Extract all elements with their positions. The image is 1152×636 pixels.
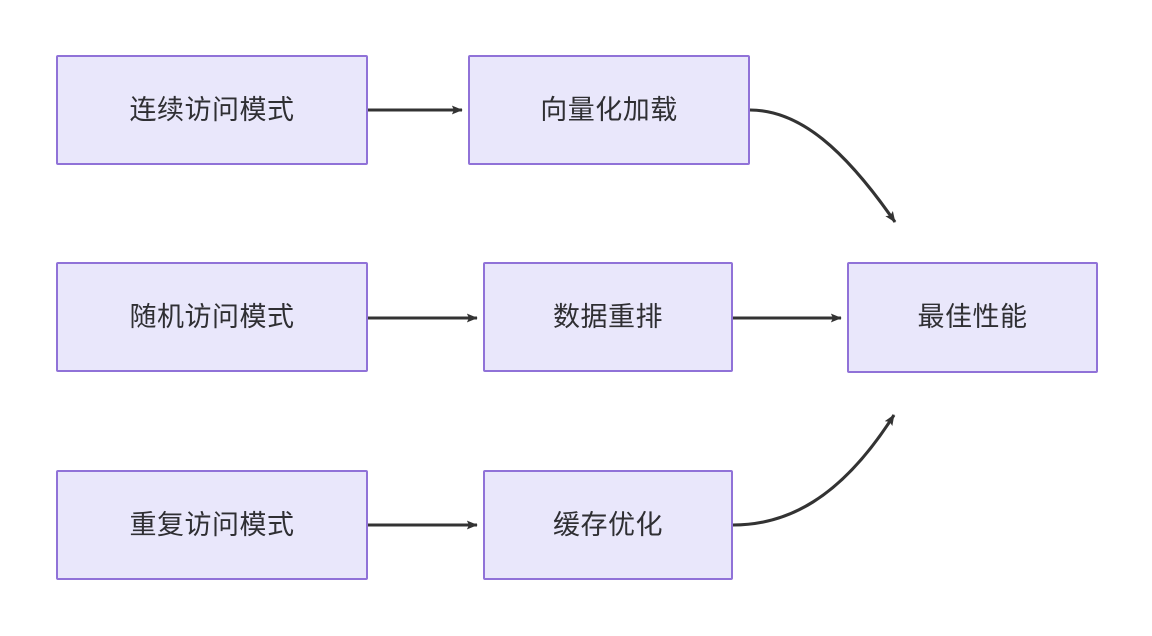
node-vectorized-load[interactable]: 向量化加载: [468, 55, 750, 165]
node-label: 连续访问模式: [129, 94, 295, 126]
node-data-reorder[interactable]: 数据重排: [483, 262, 733, 372]
node-label: 缓存优化: [553, 509, 663, 541]
node-cache-optimization[interactable]: 缓存优化: [483, 470, 733, 580]
node-label: 最佳性能: [917, 302, 1028, 333]
node-label: 向量化加载: [540, 94, 678, 126]
edge-vectorized-to-optimal: [749, 108, 897, 223]
edge-cache-to-optimal: [732, 414, 896, 527]
node-random-access-pattern[interactable]: 随机访问模式: [56, 262, 368, 372]
node-label: 随机访问模式: [129, 301, 295, 333]
node-sequential-access-pattern[interactable]: 连续访问模式: [56, 55, 368, 165]
node-label: 数据重排: [553, 301, 663, 333]
node-optimal-performance[interactable]: 最佳性能: [847, 262, 1098, 373]
node-label: 重复访问模式: [129, 509, 295, 541]
node-repeated-access-pattern[interactable]: 重复访问模式: [56, 470, 368, 580]
